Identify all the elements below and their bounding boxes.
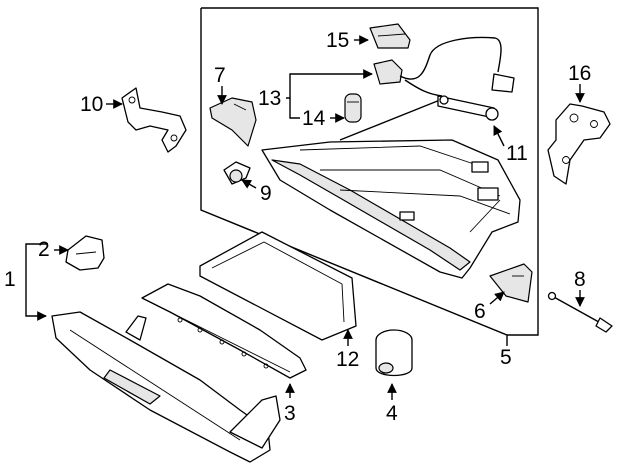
callout-3: 3 (284, 402, 296, 425)
glovebox-bin (261, 139, 521, 279)
callout-9: 9 (260, 182, 272, 205)
callout-12: 12 (336, 348, 359, 371)
callout-1: 1 (4, 268, 16, 291)
callout-14: 14 (302, 107, 326, 130)
part-9-clip (223, 161, 251, 185)
part-8-pin (547, 291, 613, 333)
part-10-bracket (121, 87, 187, 153)
leader-9 (241, 179, 257, 189)
callout-6: 6 (474, 300, 486, 323)
part-4-lock (375, 329, 413, 377)
callout-10: 10 (80, 93, 103, 116)
part-3-liner (141, 283, 307, 379)
leader-1b (25, 243, 48, 282)
callout-8: 8 (574, 268, 586, 291)
part-1-door (51, 311, 281, 463)
part-12-tray (199, 231, 357, 341)
callout-16: 16 (568, 62, 591, 85)
part-7-hinge (209, 97, 257, 147)
leader-6 (489, 291, 505, 305)
callout-13: 13 (258, 87, 281, 110)
leader-1 (25, 282, 47, 321)
leader-13b (289, 98, 300, 119)
leader-13 (286, 69, 373, 99)
callout-4: 4 (386, 402, 398, 425)
callout-2: 2 (38, 238, 50, 261)
part-15-cover (369, 23, 411, 49)
callout-7: 7 (214, 64, 226, 87)
callout-5: 5 (500, 346, 512, 369)
part-6-bracket (489, 263, 533, 303)
callout-11: 11 (506, 142, 528, 165)
part-16-bracket (547, 103, 611, 185)
part-11-damper (339, 95, 499, 141)
assembly-frame (200, 7, 539, 336)
part-13-switch-harness (373, 36, 515, 97)
part-14-bulb (344, 93, 362, 123)
part-2-clip (65, 235, 105, 271)
callout-15: 15 (326, 29, 349, 52)
leader-11 (493, 125, 505, 147)
